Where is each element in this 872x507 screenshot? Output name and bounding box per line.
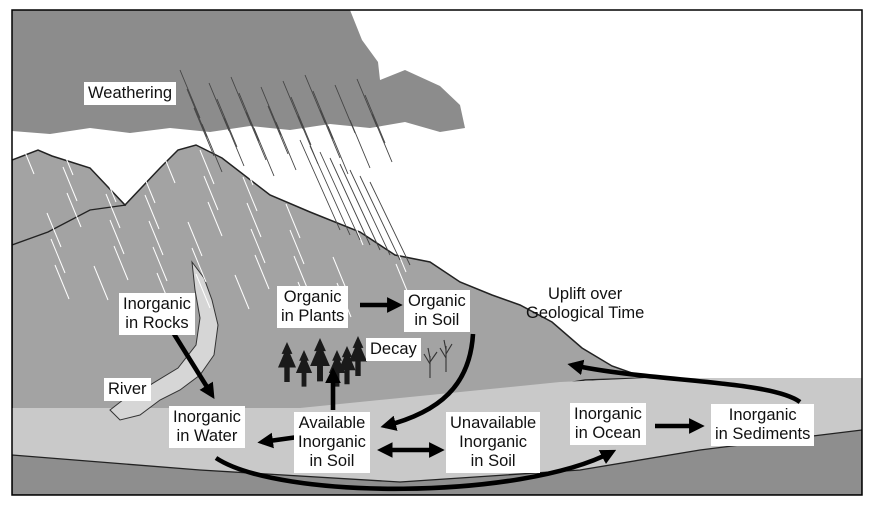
label-weathering: Weathering (84, 82, 177, 105)
label-uplift: Uplift over Geological Time (526, 285, 645, 322)
label-organic-in-plants: Organic in Plants (277, 286, 349, 328)
label-unavailable-inorganic-in-soil: Unavailable Inorganic in Soil (446, 412, 541, 473)
label-river: River (104, 378, 151, 401)
arrow-water-to-ocean (214, 449, 617, 492)
label-inorganic-in-water: Inorganic in Water (169, 406, 245, 448)
arrow-organic-soil-to-available-soil (380, 333, 476, 431)
mountain-range (12, 144, 647, 411)
arrow-available-soil-to-water (257, 432, 299, 449)
label-available-inorganic-in-soil: Available Inorganic in Soil (294, 412, 370, 473)
sea-floor (12, 429, 862, 495)
river (109, 260, 219, 421)
conifer-tree-icon (278, 336, 367, 387)
storm-cloud (12, 10, 465, 134)
arrow-sediments-to-uplift (567, 359, 802, 404)
label-inorganic-in-ocean: Inorganic in Ocean (570, 403, 646, 445)
dead-tree-icon (423, 339, 453, 378)
ridge-line (12, 204, 127, 246)
label-decay: Decay (366, 338, 421, 361)
arrows (172, 297, 802, 492)
label-inorganic-in-rocks: Inorganic in Rocks (119, 293, 195, 335)
arrow-rocks-to-water (172, 332, 215, 399)
frame (11, 9, 863, 496)
label-organic-in-soil: Organic in Soil (404, 290, 470, 332)
rain-streaks (19, 139, 411, 318)
label-inorganic-in-sediments: Inorganic in Sediments (711, 404, 815, 446)
